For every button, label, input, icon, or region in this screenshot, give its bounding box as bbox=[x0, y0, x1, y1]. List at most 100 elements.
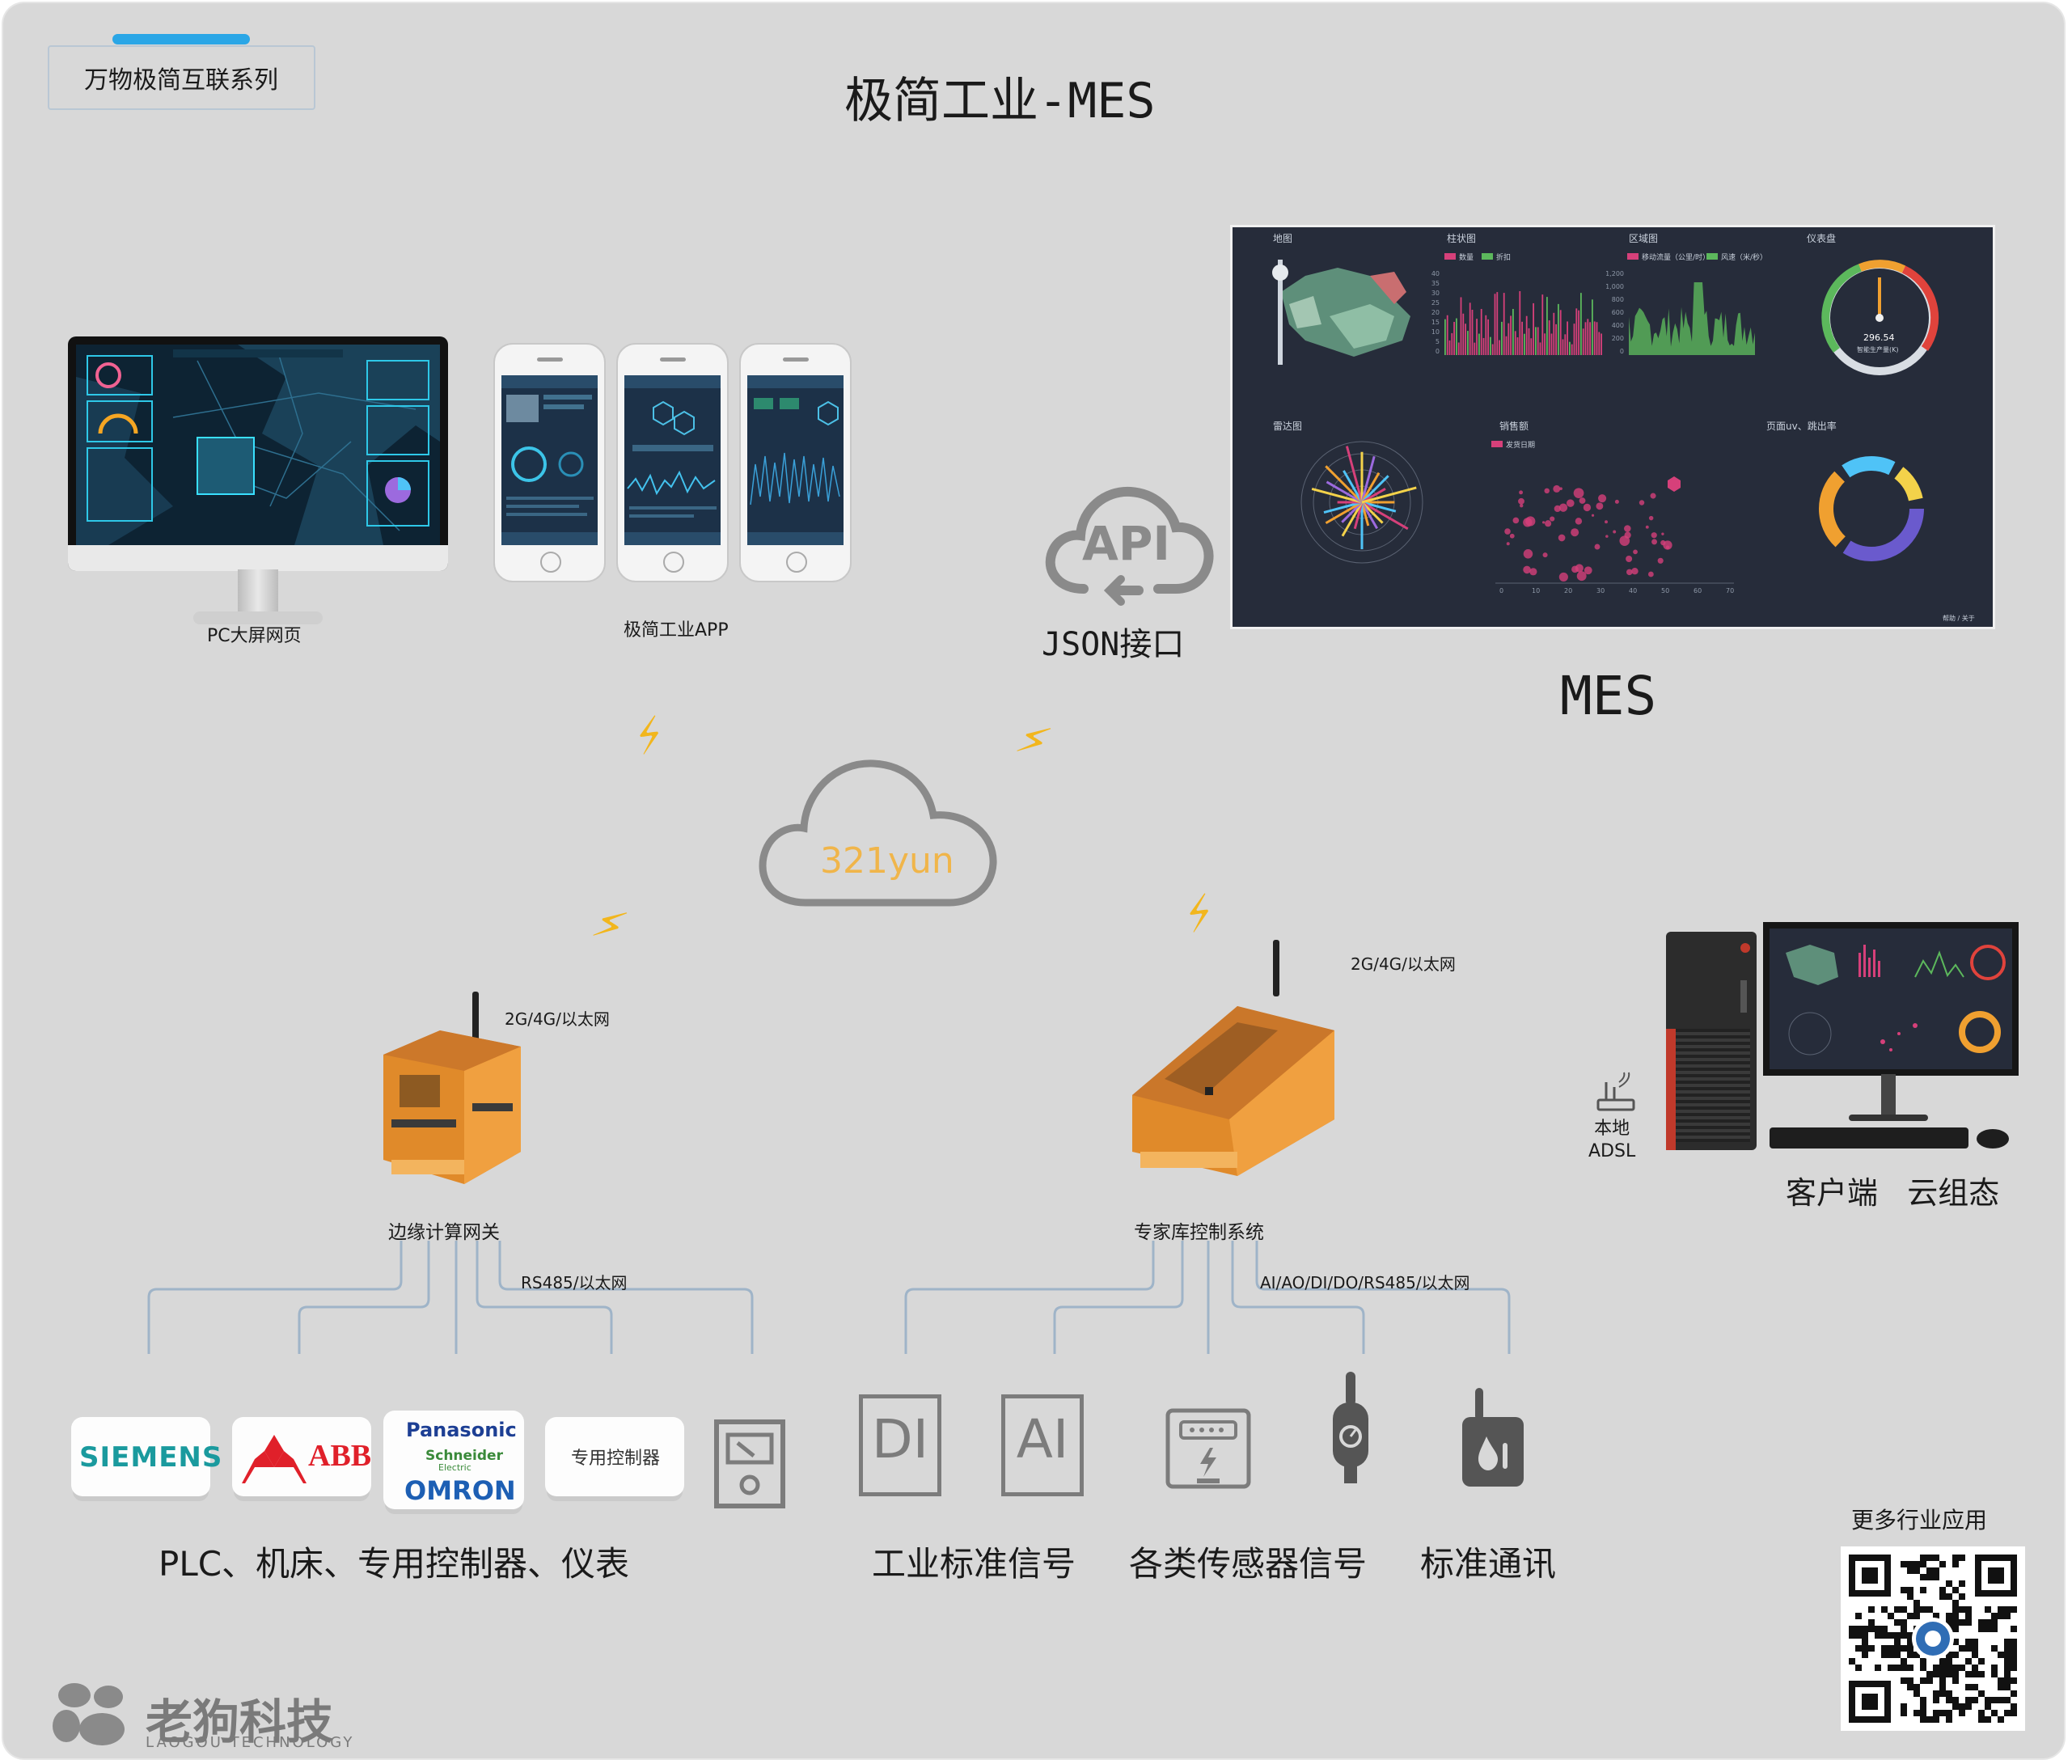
category-comm-label: 标准通讯 bbox=[1420, 1544, 1557, 1584]
mouse bbox=[1977, 1129, 2009, 1149]
client-monitor-base bbox=[1849, 1115, 1928, 1121]
dash-scatter-point bbox=[1519, 490, 1524, 495]
expert-bus-label: AI/AO/DI/DO/RS485/以太网 bbox=[1260, 1273, 1470, 1292]
dash-bar bbox=[1446, 315, 1448, 355]
dash-scatter-point bbox=[1650, 493, 1656, 499]
dash-bar bbox=[1444, 319, 1446, 355]
dash-scatter-point bbox=[1520, 504, 1524, 508]
dash-bar bbox=[1485, 315, 1487, 355]
dash-scatter-point bbox=[1624, 525, 1631, 532]
dash-scatter-point bbox=[1651, 532, 1657, 539]
dash-scatter-point bbox=[1614, 499, 1619, 504]
panasonic-schneider-omron-tile: Panasonic Schneider Electric OMRON bbox=[383, 1411, 524, 1509]
dash-scatter-point bbox=[1571, 565, 1579, 573]
dash-radar-spoke bbox=[1361, 501, 1397, 513]
dash-bar bbox=[1555, 324, 1557, 355]
dash-bar bbox=[1496, 292, 1499, 355]
dash-radar-spoke bbox=[1326, 480, 1363, 504]
router-icon bbox=[1596, 1072, 1635, 1111]
dash-scatter-point bbox=[1506, 542, 1510, 546]
dash-bar bbox=[1448, 340, 1451, 355]
adsl-label-top: 本地 bbox=[1594, 1119, 1630, 1139]
dash-bar bbox=[1593, 321, 1596, 355]
dash-bar bbox=[1567, 321, 1568, 355]
dash-bar bbox=[1601, 333, 1602, 355]
dash-bar bbox=[1451, 332, 1453, 355]
dash-bar bbox=[1582, 328, 1584, 355]
dash-scatter-xtick: 50 bbox=[1661, 587, 1669, 594]
dash-bar-ytick: 30 bbox=[1431, 290, 1440, 297]
dash-scatter-point bbox=[1660, 539, 1666, 546]
dash-scatter-point bbox=[1598, 494, 1607, 503]
dash-scatter-point bbox=[1523, 549, 1533, 559]
gateway-bus-label: RS485/以太网 bbox=[521, 1273, 628, 1292]
dash-radar-spoke bbox=[1341, 501, 1364, 537]
siemens-logo: SIEMENS bbox=[79, 1441, 223, 1474]
gateway-network-label: 2G/4G/以太网 bbox=[505, 1009, 610, 1029]
dash-bar bbox=[1516, 337, 1519, 355]
pc-screen bbox=[76, 345, 440, 545]
more-applications-label: 更多行业应用 bbox=[1851, 1507, 1988, 1533]
mitsubishi-abb-logo-tile: ABB bbox=[232, 1417, 371, 1496]
dash-bar bbox=[1512, 308, 1514, 355]
dash-radar-spoke bbox=[1360, 472, 1381, 503]
schneider-logo: Schneider bbox=[425, 1448, 503, 1464]
dash-scatter-point bbox=[1661, 532, 1664, 535]
dash-scatter-point bbox=[1626, 555, 1633, 562]
dash-bar bbox=[1571, 344, 1573, 355]
category-sensor-label: 各类传感器信号 bbox=[1129, 1544, 1368, 1584]
series-tag bbox=[48, 45, 315, 110]
dash-bar bbox=[1507, 323, 1510, 355]
dash-scatter-point bbox=[1523, 565, 1531, 574]
dash-scatter-legend: 发货日期 bbox=[1506, 440, 1535, 450]
dash-bar bbox=[1503, 293, 1505, 355]
dash-bar-ytick: 5 bbox=[1436, 338, 1440, 345]
dash-scatter-point bbox=[1544, 488, 1550, 494]
dash-scatter-point bbox=[1648, 515, 1654, 521]
dash-bar bbox=[1544, 333, 1546, 355]
pc-label: PC大屏网页 bbox=[207, 626, 302, 646]
dash-bar bbox=[1487, 319, 1489, 355]
dash-scatter-point bbox=[1559, 487, 1562, 490]
dash-bar bbox=[1456, 318, 1457, 355]
expert-network-label: 2G/4G/以太网 bbox=[1351, 954, 1456, 974]
laogou-paw-logo-icon bbox=[53, 1683, 125, 1745]
humidity-sensor-icon bbox=[1462, 1388, 1524, 1487]
category-plc-label: PLC、机床、专用控制器、仪表 bbox=[159, 1544, 630, 1584]
dash-scatter-point bbox=[1645, 525, 1649, 529]
dash-bar bbox=[1501, 321, 1503, 355]
dash-bar-ytick: 15 bbox=[1431, 319, 1440, 326]
gateway-label: 边缘计算网关 bbox=[388, 1222, 500, 1243]
dash-bar bbox=[1499, 340, 1500, 355]
power-meter-icon bbox=[1165, 1408, 1251, 1489]
dash-bar-title: 柱状图 bbox=[1447, 232, 1476, 244]
dash-scatter-point bbox=[1542, 552, 1548, 558]
dash-bar bbox=[1510, 315, 1512, 355]
monitor-base bbox=[193, 611, 323, 624]
dash-bar bbox=[1457, 342, 1460, 355]
dash-bar bbox=[1546, 297, 1548, 355]
dash-scatter-point bbox=[1584, 566, 1592, 575]
dash-bar bbox=[1596, 322, 1598, 355]
dash-area-ytick: 800 bbox=[1612, 296, 1624, 303]
panasonic-logo: Panasonic bbox=[406, 1419, 517, 1441]
dash-scatter-point bbox=[1605, 535, 1609, 538]
dash-scatter-point bbox=[1596, 502, 1604, 510]
dash-bar bbox=[1537, 327, 1539, 355]
dash-bar bbox=[1462, 313, 1465, 355]
dash-bar bbox=[1494, 294, 1496, 355]
dash-area-ytick: 600 bbox=[1612, 309, 1624, 316]
brand-name-cn: 老狗科技 bbox=[146, 1694, 334, 1749]
dash-scatter-point bbox=[1518, 497, 1524, 505]
monitor-chin bbox=[68, 545, 448, 571]
dash-scatter-point bbox=[1651, 539, 1658, 545]
dash-bar bbox=[1505, 336, 1507, 355]
dash-gauge-caption: 智能生产量(K) bbox=[1857, 345, 1899, 353]
adsl-label-bottom: ADSL bbox=[1588, 1141, 1636, 1161]
dash-gauge-title: 仪表盘 bbox=[1807, 232, 1836, 244]
mes-dashboard: 地图 柱状图 区域图 仪表盘 雷达图 销售额 页面uv、跳出率 数量 折扣 40… bbox=[1230, 225, 1995, 629]
dash-scatter-point bbox=[1626, 569, 1633, 576]
dash-bar bbox=[1562, 339, 1564, 355]
dash-bar-legend-2: 折扣 bbox=[1496, 252, 1511, 262]
dash-bar bbox=[1587, 319, 1589, 355]
